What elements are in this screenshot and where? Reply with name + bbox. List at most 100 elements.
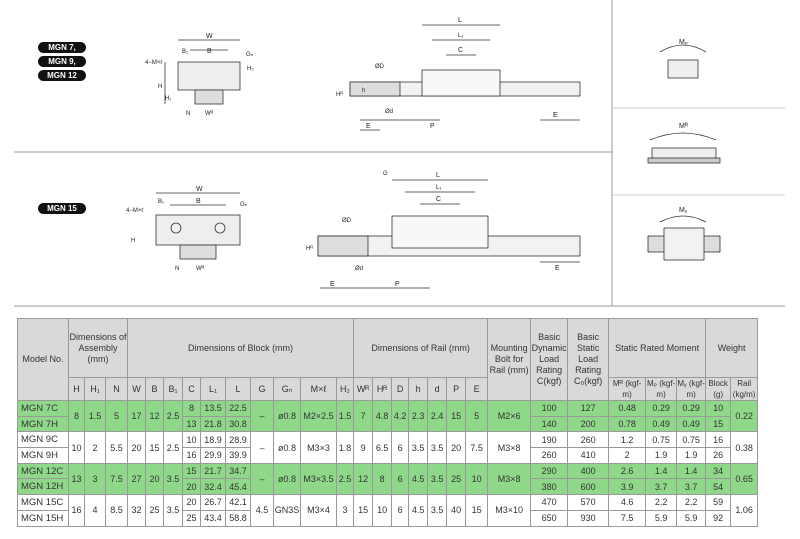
model-badge-mgn15: MGN 15	[38, 203, 86, 214]
table-cell: 2.4	[427, 399, 448, 433]
table-cell: 3.7	[645, 478, 678, 496]
table-cell: 8.5	[105, 494, 128, 527]
table-cell: 10	[465, 462, 489, 496]
table-cell: 260	[567, 431, 610, 449]
subheader-cell: B	[145, 377, 164, 401]
label-b: B	[207, 48, 212, 55]
table-cell: –	[250, 399, 274, 433]
table-cell: 570	[567, 494, 610, 511]
table-cell: 45.4	[225, 478, 251, 496]
table-cell: M3×4	[300, 494, 337, 527]
label-l-15: L	[436, 172, 440, 179]
label-my: Mᵧ	[679, 207, 688, 214]
table-cell: 15	[465, 494, 489, 527]
label-l: L	[458, 17, 462, 24]
table-cell: MGN 7H	[17, 415, 69, 433]
table-cell: 6	[391, 462, 410, 496]
label-e-right-15: E	[555, 265, 560, 272]
table-cell: 0.49	[645, 415, 678, 433]
table-cell: 1.8	[335, 431, 355, 464]
table-cell: MGN 12C	[17, 462, 69, 480]
header-dynamic: Basic Dynamic Load Rating C(kgf)	[530, 318, 569, 401]
subheader-cell: Gₙ	[273, 377, 301, 401]
table-cell: 3	[84, 462, 106, 496]
subheader-weight: Rail (kg/m)	[730, 377, 759, 401]
subheader-cell: L	[225, 377, 251, 401]
table-cell: 400	[567, 462, 610, 480]
label-n-15: N	[175, 266, 179, 272]
table-cell: 190	[530, 431, 569, 449]
table-cell: ø0.8	[273, 431, 301, 464]
table-cell: 20	[182, 478, 201, 496]
label-od-small-15: Ød	[355, 266, 363, 272]
table-cell: MGN 12H	[17, 478, 69, 496]
table-cell: 92	[705, 509, 732, 527]
model-badge-mgn12: MGN 12	[38, 70, 86, 81]
table-cell: MGN 7C	[17, 400, 69, 417]
table-cell: 26	[705, 447, 732, 464]
label-od: ØD	[375, 64, 385, 70]
header-static: Basic Static Load Rating C₀(kgf)	[567, 318, 610, 401]
table-cell: 930	[567, 509, 610, 527]
subheader-cell: M×ℓ	[300, 377, 337, 401]
table-cell: 26.7	[200, 494, 226, 511]
table-cell: 15	[446, 399, 467, 433]
table-cell: 27	[127, 462, 146, 496]
label-hr: Hᴿ	[336, 91, 343, 98]
subheader-cell: C	[182, 377, 201, 401]
table-cell: 4.5	[408, 494, 429, 527]
table-cell: 1.4	[676, 462, 707, 480]
table-cell: 5.5	[105, 431, 128, 464]
table-cell: 13	[182, 415, 201, 433]
table-cell: 25	[145, 494, 164, 527]
subheader-moment: Mᵧ (kgf-m)	[676, 377, 707, 401]
subheader-cell: H₂	[335, 377, 355, 401]
table-cell: 0.29	[645, 400, 678, 417]
table-cell: 12	[145, 399, 164, 433]
subheader-cell: d	[427, 377, 448, 401]
label-m: 4−M×ℓ	[145, 59, 162, 66]
table-cell: 3.7	[676, 478, 707, 496]
table-cell: 16	[68, 494, 85, 527]
label-c-15: C	[436, 196, 441, 203]
label-gn-15: Gₙ	[240, 202, 248, 208]
table-cell: 20	[182, 494, 201, 511]
table-cell: 2	[84, 431, 106, 464]
table-cell: M2×6	[487, 399, 532, 433]
table-cell: 1.5	[335, 399, 355, 433]
subheader-cell: L₁	[200, 377, 226, 401]
table-cell: 3.9	[608, 478, 647, 496]
cross-section-mgn15	[155, 192, 241, 260]
label-p: P	[430, 123, 435, 130]
table-cell: M3×3	[300, 431, 337, 464]
table-cell: 0.22	[730, 399, 759, 433]
table-cell: 380	[530, 478, 569, 496]
table-cell: 6	[391, 431, 410, 464]
subheader-cell: H	[68, 377, 85, 401]
label-b1-15: B₁	[158, 199, 164, 205]
table-cell: 3.5	[427, 431, 448, 464]
header-bolt: Mounting Bolt for Rail (mm)	[487, 318, 532, 401]
table-cell: 0.48	[608, 400, 647, 417]
table-cell: 3	[335, 494, 355, 527]
table-cell: 3.5	[163, 462, 183, 496]
table-cell: 6	[391, 494, 410, 527]
label-e: E	[366, 123, 371, 130]
table-cell: 0.75	[645, 431, 678, 449]
label-h-15: H	[131, 238, 135, 244]
table-cell: 1.9	[676, 447, 707, 464]
label-e-15: E	[330, 281, 335, 288]
label-hr-15: Hᴿ	[306, 245, 313, 252]
table-cell: 2	[608, 447, 647, 464]
header-moment: Static Rated Moment	[608, 318, 707, 378]
table-cell: 7.5	[105, 462, 128, 496]
table-cell: 6.5	[372, 431, 393, 464]
table-cell: 7.5	[608, 509, 647, 527]
table-cell: 32.4	[200, 478, 226, 496]
label-mr: Mᴿ	[679, 123, 689, 130]
table-cell: 10	[705, 400, 732, 417]
table-cell: ø0.8	[273, 399, 301, 433]
table-cell: –	[250, 431, 274, 464]
